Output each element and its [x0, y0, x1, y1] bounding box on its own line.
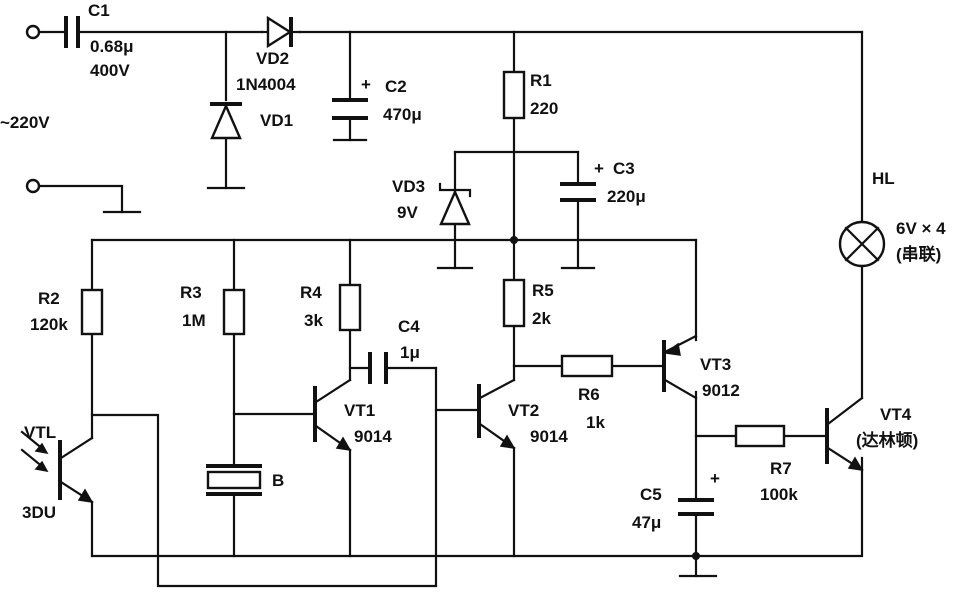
capacitor-c3	[560, 182, 596, 202]
label-vtl-part: 3DU	[22, 503, 56, 522]
resistor-r1	[502, 70, 526, 120]
junction-ground-node	[692, 552, 700, 560]
label-r3-value: 1M	[182, 311, 206, 330]
label-r6-value: 1k	[586, 413, 605, 432]
resistor-r6	[560, 354, 614, 378]
label-c1-rating: 400V	[90, 61, 130, 80]
label-r3-name: R3	[180, 283, 202, 302]
label-c1-name: C1	[88, 1, 110, 20]
label-r2-value: 120k	[30, 315, 68, 334]
label-vt1-name: VT1	[344, 401, 375, 420]
wires	[38, 30, 864, 588]
label-vt3-part: 9012	[702, 381, 740, 400]
label-c5-name: C5	[640, 485, 662, 504]
resistor-r3	[222, 288, 246, 336]
label-c2-value: 470μ	[383, 105, 422, 124]
label-c4-name: C4	[398, 317, 420, 336]
labels: C1 0.68μ 400V VD2 1N4004 VD1 + C2 470μ ~…	[0, 1, 946, 532]
label-r5-value: 2k	[532, 309, 551, 328]
transistor-vt3	[662, 334, 698, 400]
label-vtl-name: VTL	[24, 423, 56, 442]
label-r4-name: R4	[300, 283, 322, 302]
transistor-vt2	[477, 378, 516, 450]
diode-vd2	[260, 15, 302, 49]
label-source: ~220V	[0, 113, 50, 132]
transistor-vt4	[825, 396, 864, 472]
capacitor-c1	[64, 16, 80, 48]
label-c5-polarity: +	[710, 469, 720, 488]
label-vd2-name: VD2	[256, 49, 289, 68]
label-vt1-part: 9014	[354, 427, 392, 446]
label-vt2-part: 9014	[530, 427, 568, 446]
label-c3-name: C3	[613, 159, 635, 178]
label-r7-name: R7	[770, 459, 792, 478]
label-vt2-name: VT2	[508, 401, 539, 420]
capacitor-c2	[332, 98, 368, 120]
label-vd3-name: VD3	[392, 177, 425, 196]
zener-vd3	[438, 182, 472, 226]
label-vd2-part: 1N4004	[236, 75, 296, 94]
label-c5-value: 47μ	[632, 513, 661, 532]
resistor-r2	[80, 288, 104, 336]
label-c1-value: 0.68μ	[90, 37, 134, 56]
label-r4-value: 3k	[304, 311, 323, 330]
label-vt4-part: (达林顿)	[856, 430, 918, 450]
label-vd3-value: 9V	[397, 203, 418, 222]
label-r2-name: R2	[38, 289, 60, 308]
input-terminal-top	[25, 24, 41, 40]
label-hl-note: (串联)	[896, 244, 941, 264]
phototransistor-vtl	[20, 430, 94, 504]
label-r7-value: 100k	[760, 485, 798, 504]
label-vt4-name: VT4	[880, 405, 912, 424]
junction-9v-node	[510, 236, 518, 244]
label-r5-name: R5	[532, 281, 554, 300]
resistor-r7	[734, 424, 786, 448]
buzzer-b	[206, 464, 262, 496]
label-c2-name: C2	[385, 77, 407, 96]
diode-vd1	[210, 102, 242, 140]
lamp-hl	[838, 220, 886, 268]
resistor-r4	[338, 283, 362, 332]
capacitor-c4	[368, 352, 388, 384]
label-buzzer-name: B	[272, 471, 284, 490]
label-vd1-name: VD1	[260, 111, 293, 130]
label-c3-polarity: +	[594, 159, 604, 178]
label-hl-name: HL	[872, 169, 895, 188]
resistor-r5	[502, 278, 526, 328]
label-c2-polarity: +	[361, 75, 371, 94]
transistor-vt1	[313, 378, 352, 452]
label-c3-value: 220μ	[607, 187, 646, 206]
label-vt3-name: VT3	[700, 355, 731, 374]
label-r1-value: 220	[530, 99, 558, 118]
label-c4-value: 1μ	[400, 343, 420, 362]
label-r1-name: R1	[530, 71, 552, 90]
label-hl-rating: 6V × 4	[896, 219, 946, 238]
label-r6-name: R6	[578, 385, 600, 404]
capacitor-c5	[678, 498, 714, 516]
input-terminal-bottom	[25, 178, 41, 194]
